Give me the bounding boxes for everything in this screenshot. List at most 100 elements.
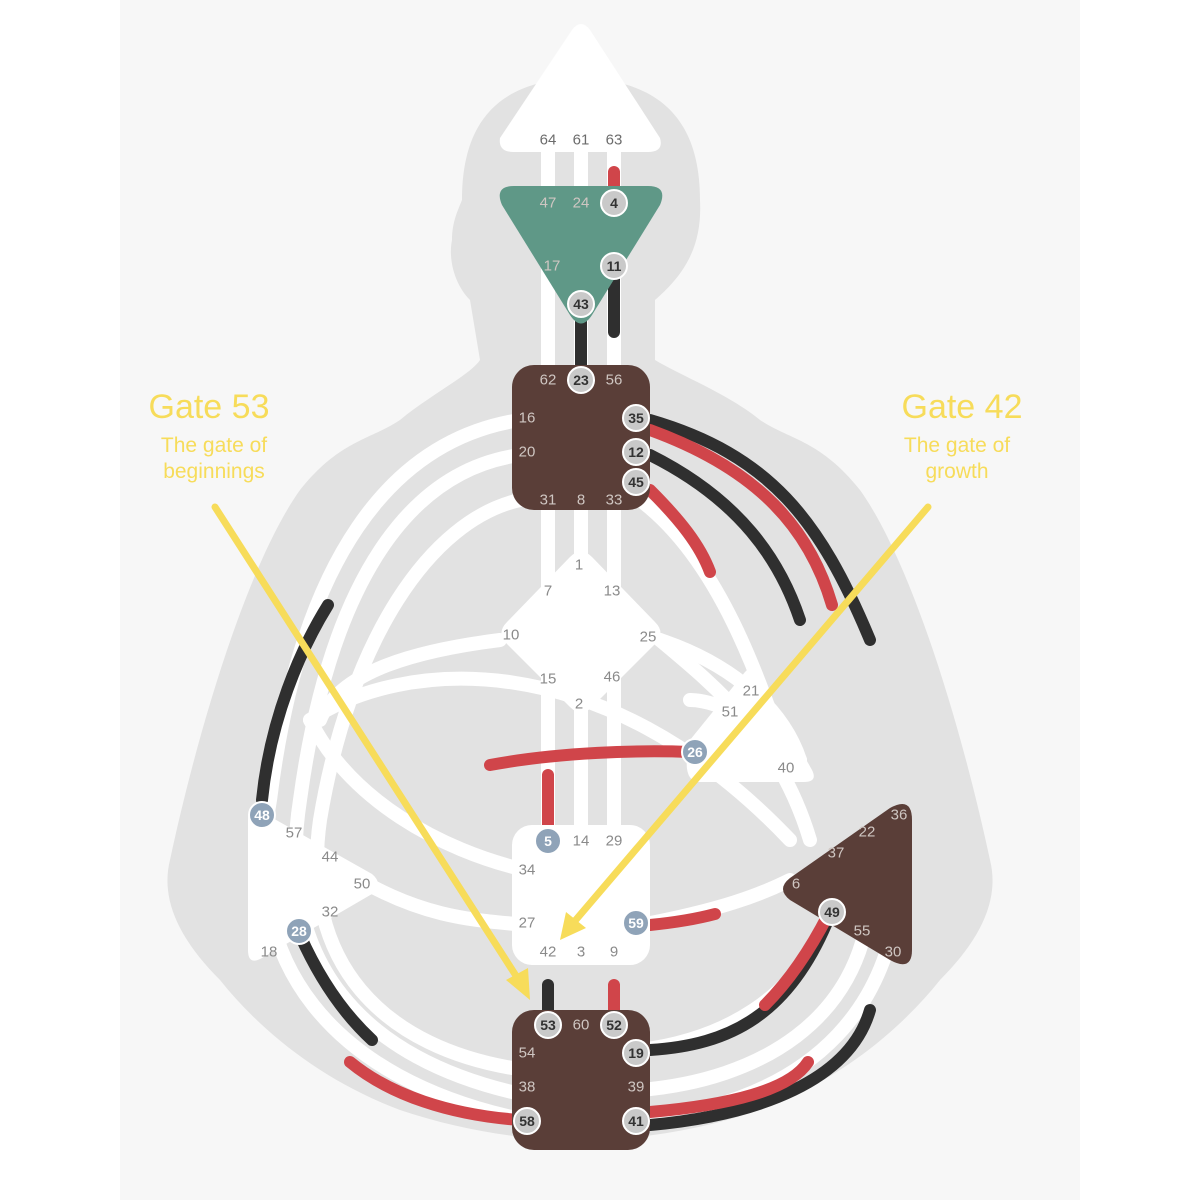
gate-51: 51	[722, 704, 739, 721]
gate-13: 13	[604, 583, 621, 600]
gate-badge-48: 48	[248, 801, 276, 829]
gate-16: 16	[519, 410, 536, 427]
gate-8: 8	[577, 492, 585, 509]
svg-text:11: 11	[607, 258, 622, 274]
callout-arrows	[211, 503, 932, 1000]
gate-38: 38	[519, 1079, 536, 1096]
svg-text:43: 43	[573, 296, 589, 312]
callout-gate-53-line2: beginnings	[163, 460, 265, 483]
svg-text:5: 5	[544, 833, 552, 849]
gate-badge-58: 58	[513, 1107, 541, 1135]
gate-badges: 4 11 43 23 35 12 45 26	[248, 189, 846, 1135]
head-center	[499, 24, 661, 152]
gate-39: 39	[628, 1079, 645, 1096]
gate-badge-45: 45	[622, 468, 650, 496]
gate-62: 62	[540, 372, 557, 389]
gate-64: 64	[540, 132, 557, 149]
gate-badge-26: 26	[681, 738, 709, 766]
gate-2: 2	[575, 696, 583, 713]
gate-32: 32	[322, 904, 339, 921]
solar-plexus-center	[783, 804, 912, 965]
gate-57: 57	[286, 825, 303, 842]
gate-badge-5: 5	[534, 827, 562, 855]
svg-text:23: 23	[573, 372, 589, 388]
gate-6: 6	[792, 876, 800, 893]
gate-24: 24	[573, 195, 590, 212]
callout-gate-42: Gate 42 The gate of growth	[902, 388, 1023, 483]
gate-badge-11: 11	[600, 252, 628, 280]
gate-54: 54	[519, 1045, 536, 1062]
gate-badge-19: 19	[622, 1039, 650, 1067]
gate-63: 63	[606, 132, 623, 149]
gate-10: 10	[503, 627, 520, 644]
gate-15: 15	[540, 671, 557, 688]
throat-center	[512, 365, 650, 510]
gate-badge-35: 35	[622, 404, 650, 432]
gate-3: 3	[577, 944, 585, 961]
gate-14: 14	[573, 833, 590, 850]
callout-gate-42-line2: growth	[925, 460, 988, 483]
gate-40: 40	[778, 760, 795, 777]
gate-42: 42	[540, 944, 557, 961]
gate-33: 33	[606, 492, 623, 509]
gate-18: 18	[261, 944, 278, 961]
gate-25: 25	[640, 629, 657, 646]
gate-61: 61	[573, 132, 590, 149]
gate-36: 36	[891, 807, 908, 824]
callout-gate-42-title: Gate 42	[902, 388, 1023, 426]
gate-50: 50	[354, 876, 371, 893]
svg-text:19: 19	[628, 1045, 644, 1061]
gate-badge-53: 53	[534, 1011, 562, 1039]
gate-47: 47	[540, 195, 557, 212]
gate-badge-23: 23	[567, 366, 595, 394]
gate-20: 20	[519, 444, 536, 461]
gate-22: 22	[859, 824, 876, 841]
gate-badge-43: 43	[567, 290, 595, 318]
sacral-center	[512, 825, 650, 965]
gate-42-arrow-shaft	[570, 503, 932, 926]
svg-text:59: 59	[628, 915, 644, 931]
gate-53-arrow-shaft	[211, 503, 524, 986]
callout-gate-53-title: Gate 53	[149, 388, 270, 426]
svg-text:45: 45	[628, 474, 644, 490]
gate-27: 27	[519, 915, 536, 932]
gate-34: 34	[519, 862, 536, 879]
callout-gate-53-line1: The gate of	[161, 434, 267, 457]
gate-badge-12: 12	[622, 438, 650, 466]
gate-31: 31	[540, 492, 557, 509]
svg-text:35: 35	[628, 410, 644, 426]
centers	[248, 24, 912, 1150]
svg-text:52: 52	[606, 1017, 622, 1033]
gate-55: 55	[854, 923, 871, 940]
gate-60: 60	[573, 1017, 590, 1034]
gate-17: 17	[544, 258, 561, 275]
gate-badge-28: 28	[285, 917, 313, 945]
svg-text:49: 49	[824, 904, 840, 920]
gate-29: 29	[606, 833, 623, 850]
root-center	[512, 1010, 650, 1150]
gate-numbers: 64 61 63 47 24 17 62 56 16 20 31 8 33 1 …	[261, 132, 908, 1096]
svg-text:28: 28	[291, 923, 307, 939]
svg-text:48: 48	[254, 807, 270, 823]
gate-56: 56	[606, 372, 623, 389]
svg-text:12: 12	[628, 444, 644, 460]
svg-text:53: 53	[540, 1017, 556, 1033]
gate-9: 9	[610, 944, 618, 961]
gate-badge-52: 52	[600, 1011, 628, 1039]
spleen-center	[248, 809, 378, 961]
gate-badge-59: 59	[622, 909, 650, 937]
gate-42-arrowhead	[560, 912, 586, 940]
gate-badge-49: 49	[818, 898, 846, 926]
ajna-center	[499, 186, 663, 324]
svg-text:41: 41	[628, 1113, 644, 1129]
gate-21: 21	[743, 683, 760, 700]
gate-1: 1	[575, 557, 583, 574]
gate-44: 44	[322, 849, 339, 866]
svg-text:58: 58	[519, 1113, 535, 1129]
callout-gate-53: Gate 53 The gate of beginnings	[149, 388, 270, 483]
gate-37: 37	[828, 845, 845, 862]
gate-30: 30	[885, 944, 902, 961]
g-center	[501, 551, 661, 713]
gate-badge-4: 4	[600, 189, 628, 217]
